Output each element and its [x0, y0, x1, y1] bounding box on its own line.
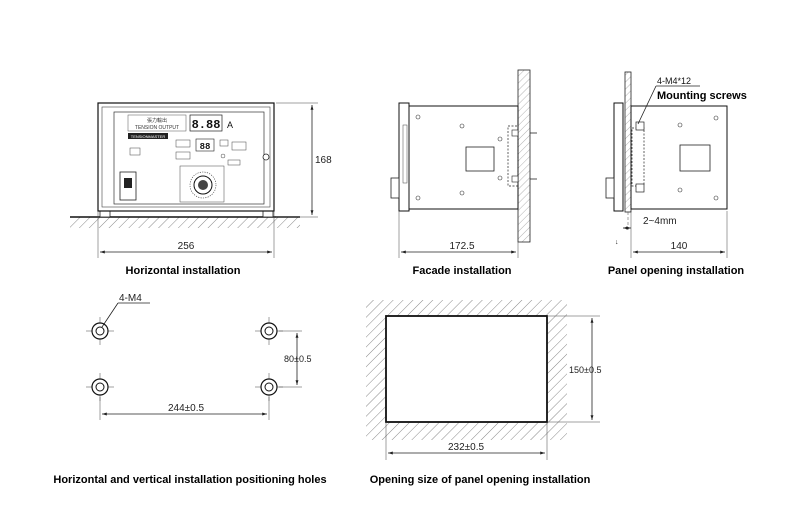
- opening-size-view: 150±0.5 232±0.5 Opening size of panel op…: [366, 300, 601, 486]
- knob-profile: [605, 177, 615, 199]
- panel-button: [231, 141, 247, 151]
- vertical-hole-dimension: 80±0.5: [284, 354, 311, 364]
- main-display: [189, 114, 223, 132]
- tension-knob-cap: [198, 180, 208, 190]
- controller-body: [408, 105, 519, 210]
- label-plate: [465, 146, 495, 172]
- screw-leader: [637, 85, 657, 125]
- mounting-hole: [86, 317, 114, 345]
- panel-opening-installation-view: 4-M4*12 Mounting screws 2~4mm ↓ 140 Pane…: [605, 71, 747, 277]
- ground-hatch: [70, 217, 300, 228]
- power-switch-rocker: [124, 178, 132, 188]
- tension-output-label: TENSION OUTPUT: [135, 125, 179, 131]
- main-display-value: 8.88: [192, 118, 221, 132]
- mounting-screws-label: Mounting screws: [657, 90, 747, 102]
- width-dimension: 256: [178, 241, 195, 252]
- front-bezel: [613, 102, 624, 212]
- side-screw: [262, 153, 270, 161]
- cutout-height-dimension: 150±0.5: [569, 365, 601, 375]
- positioning-holes-view: 4-M4 80±0.5 244±0.5 Horizontal and verti…: [53, 293, 326, 486]
- caption-facade: Facade installation: [412, 265, 511, 277]
- small-display-value: 88: [200, 142, 211, 152]
- height-dimension: 168: [315, 155, 332, 166]
- horizontal-installation-view: 張力輸出 TENSION OUTPUT 8.88 A TENSIONMASTER…: [70, 102, 332, 277]
- brand-strip: [128, 133, 168, 139]
- mounting-hole: [86, 373, 114, 401]
- chinese-label: 張力輸出: [147, 117, 167, 124]
- caption-panel-opening: Panel opening installation: [608, 265, 745, 277]
- hole-spec: 4-M4: [119, 293, 142, 304]
- gap-marker: ↓: [615, 239, 619, 246]
- screw-bottom: [635, 183, 645, 193]
- facade-installation-view: 172.5 Facade installation: [390, 69, 537, 277]
- screw-top: [635, 121, 645, 131]
- label-plate: [679, 144, 711, 172]
- caption-holes: Horizontal and vertical installation pos…: [53, 474, 326, 486]
- depth-dimension: 140: [671, 241, 688, 252]
- gap-dimension: 2~4mm: [643, 216, 677, 227]
- wall: [517, 69, 531, 243]
- knob-scale: [189, 171, 217, 199]
- caption-horizontal: Horizontal installation: [126, 265, 241, 277]
- panel-button: [175, 139, 191, 148]
- depth-dimension: 172.5: [449, 241, 474, 252]
- panel-button: [227, 159, 241, 166]
- mounting-hole: [255, 317, 283, 345]
- cutout-width-dimension: 232±0.5: [448, 442, 485, 453]
- panel-button: [175, 151, 191, 160]
- panel-button: [219, 139, 229, 147]
- led-indicator: [220, 153, 226, 159]
- knob-profile: [390, 177, 400, 199]
- panel-button: [129, 147, 141, 156]
- caption-opening: Opening size of panel opening installati…: [370, 474, 591, 486]
- small-display: [195, 138, 215, 152]
- panel-cutout: [385, 315, 548, 423]
- panel-wall: [624, 71, 632, 213]
- horizontal-hole-dimension: 244±0.5: [168, 403, 205, 414]
- mounting-hole: [255, 373, 283, 401]
- screw-spec: 4-M4*12: [657, 76, 691, 86]
- unit-label: A: [227, 120, 233, 130]
- mounting-bracket: [507, 125, 519, 187]
- brand-label: TENSIONMASTER: [131, 134, 166, 139]
- controller-body: [630, 105, 728, 210]
